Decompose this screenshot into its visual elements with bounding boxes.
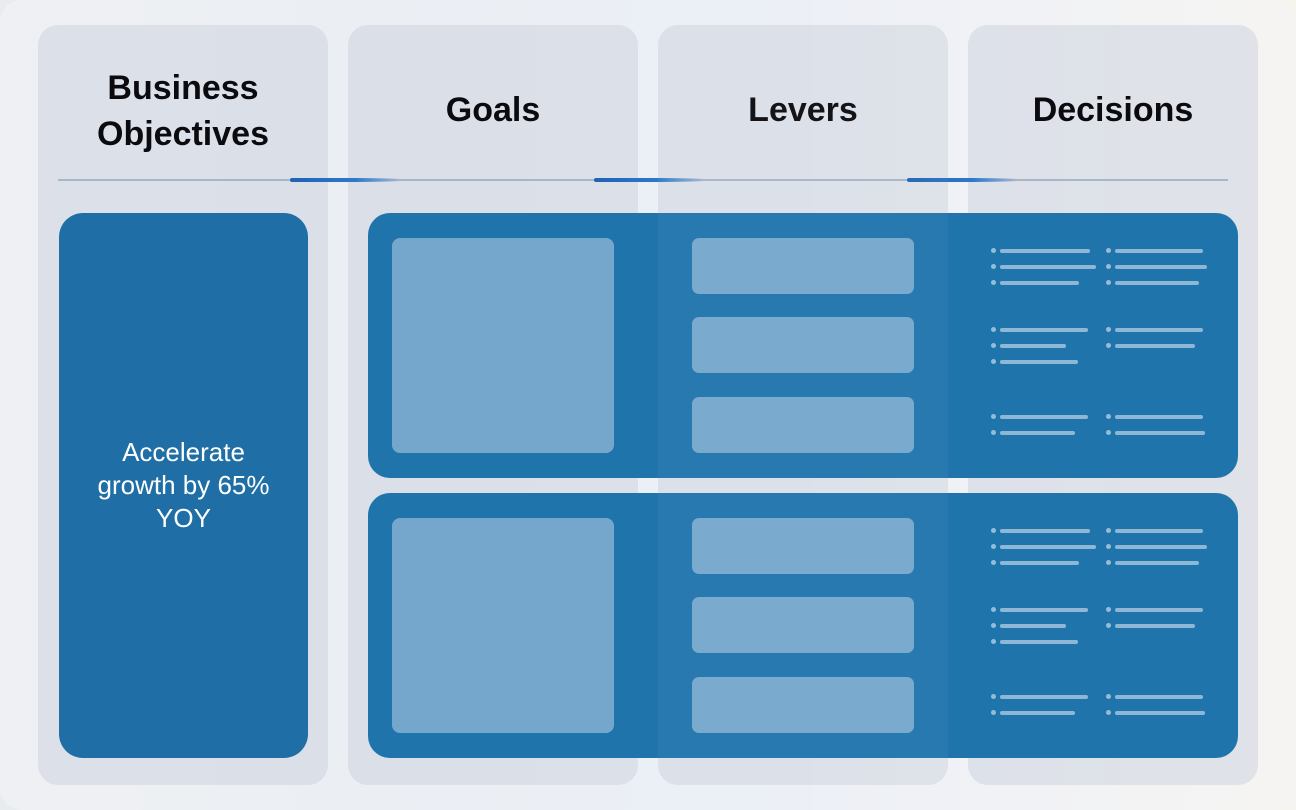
decision-line-placeholder bbox=[1000, 528, 1090, 533]
bullet-dot bbox=[991, 528, 996, 533]
decision-line-placeholder bbox=[1000, 607, 1088, 612]
lever-placeholder bbox=[692, 397, 914, 453]
goal-row-band bbox=[368, 493, 1238, 758]
bullet-dot bbox=[991, 264, 996, 269]
connector-accent bbox=[594, 178, 704, 182]
bullet-dot bbox=[991, 694, 996, 699]
bullet-dot bbox=[991, 280, 996, 285]
decision-line-placeholder bbox=[1115, 264, 1207, 269]
bullet-dot bbox=[991, 639, 996, 644]
bullet-dot bbox=[1106, 280, 1111, 285]
bullet-dot bbox=[991, 560, 996, 565]
decision-line-placeholder bbox=[1115, 607, 1203, 612]
objective-text: Accelerate growth by 65% YOY bbox=[97, 437, 270, 533]
bullet-dot bbox=[1106, 607, 1111, 612]
decision-line-placeholder bbox=[1115, 544, 1207, 549]
bullet-dot bbox=[1106, 264, 1111, 269]
bullet-dot bbox=[1106, 710, 1111, 715]
decision-line-placeholder bbox=[1000, 359, 1078, 364]
decision-line-placeholder bbox=[1115, 430, 1205, 435]
decision-line-placeholder bbox=[1115, 327, 1203, 332]
decision-line-placeholder bbox=[1000, 623, 1066, 628]
bullet-dot bbox=[1106, 343, 1111, 348]
decision-line-placeholder bbox=[1000, 414, 1088, 419]
bullet-dot bbox=[991, 248, 996, 253]
decision-line-placeholder bbox=[1115, 528, 1203, 533]
decision-line-placeholder bbox=[1115, 694, 1203, 699]
decision-line-placeholder bbox=[1115, 414, 1203, 419]
decision-line-placeholder bbox=[1115, 710, 1205, 715]
lever-placeholder bbox=[692, 597, 914, 653]
column-title-decisions: Decisions bbox=[1032, 91, 1194, 129]
decision-line-placeholder bbox=[1000, 280, 1079, 285]
decision-line-placeholder bbox=[1000, 694, 1088, 699]
bullet-dot bbox=[1106, 248, 1111, 253]
bullet-dot bbox=[991, 607, 996, 612]
decision-line-placeholder bbox=[1115, 623, 1195, 628]
bullet-dot bbox=[1106, 414, 1111, 419]
decision-line-placeholder bbox=[1000, 264, 1096, 269]
decision-line-placeholder bbox=[1000, 560, 1079, 565]
lever-placeholder bbox=[692, 518, 914, 574]
bullet-dot bbox=[1106, 430, 1111, 435]
bullet-dot bbox=[991, 327, 996, 332]
decision-line-placeholder bbox=[1000, 327, 1088, 332]
lever-placeholder bbox=[692, 317, 914, 373]
decision-line-placeholder bbox=[1000, 343, 1066, 348]
decision-line-placeholder bbox=[1115, 248, 1203, 253]
bullet-dot bbox=[991, 623, 996, 628]
column-title-goals: Goals bbox=[445, 91, 541, 129]
decision-line-placeholder bbox=[1000, 639, 1078, 644]
bullet-dot bbox=[991, 359, 996, 364]
decision-line-placeholder bbox=[1115, 343, 1195, 348]
goal-placeholder bbox=[392, 238, 614, 453]
bullet-dot bbox=[991, 544, 996, 549]
bullet-dot bbox=[991, 710, 996, 715]
bullet-dot bbox=[1106, 528, 1111, 533]
bullet-dot bbox=[1106, 560, 1111, 565]
column-title-levers: Levers bbox=[748, 91, 858, 129]
decision-line-placeholder bbox=[1115, 280, 1199, 285]
goal-placeholder bbox=[392, 518, 614, 733]
decision-line-placeholder bbox=[1000, 710, 1075, 715]
bullet-dot bbox=[991, 343, 996, 348]
lever-placeholder bbox=[692, 238, 914, 294]
bullet-dot bbox=[1106, 623, 1111, 628]
objective-card: Accelerate growth by 65% YOY bbox=[59, 213, 308, 758]
lever-placeholder bbox=[692, 677, 914, 733]
bullet-dot bbox=[991, 414, 996, 419]
decision-line-placeholder bbox=[1115, 560, 1199, 565]
bullet-dot bbox=[1106, 694, 1111, 699]
decision-line-placeholder bbox=[1000, 544, 1096, 549]
goal-row-band bbox=[368, 213, 1238, 478]
connector-accent bbox=[907, 178, 1017, 182]
decision-line-placeholder bbox=[1000, 248, 1090, 253]
bullet-dot bbox=[991, 430, 996, 435]
connector-accent bbox=[290, 178, 400, 182]
decision-line-placeholder bbox=[1000, 430, 1075, 435]
bullet-dot bbox=[1106, 544, 1111, 549]
bullet-dot bbox=[1106, 327, 1111, 332]
column-title-business-objectives: Business Objectives bbox=[97, 69, 269, 153]
